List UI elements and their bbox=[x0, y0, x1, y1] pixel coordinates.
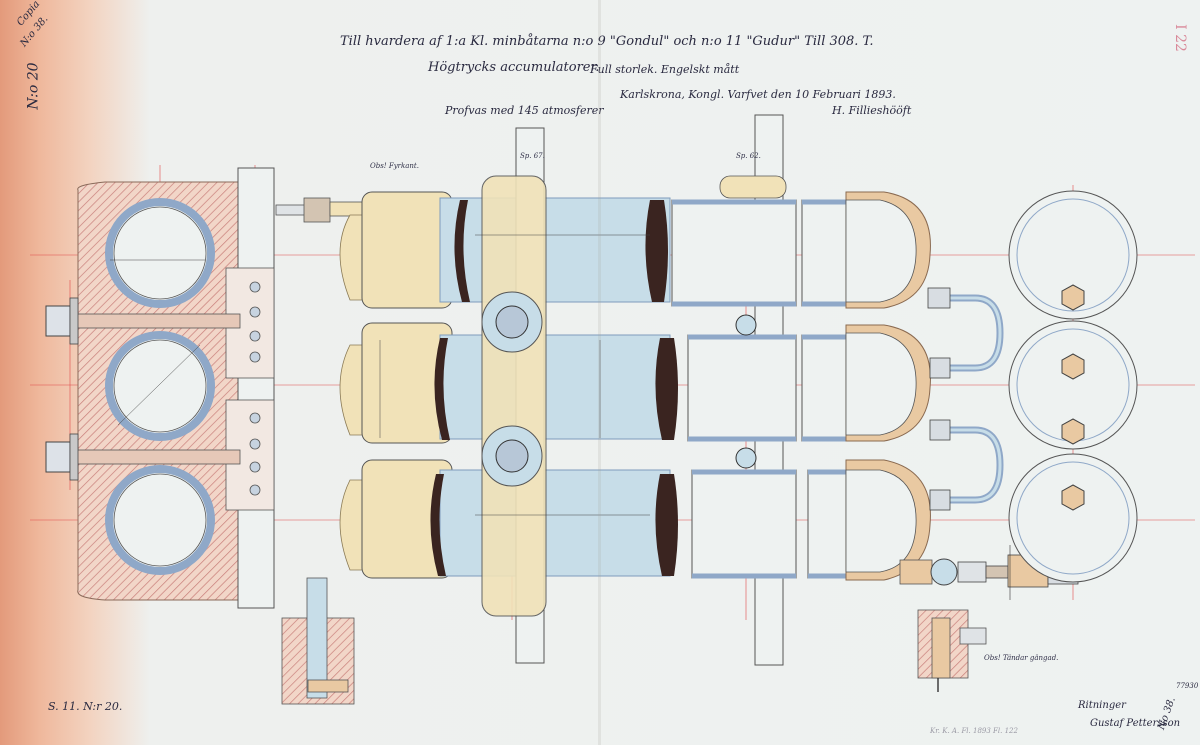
dimension-lines bbox=[110, 234, 650, 516]
u-pipes bbox=[948, 294, 1004, 504]
faint-reference: Kr. K. A. Fl. 1893 Fl. 122 bbox=[930, 727, 1018, 735]
valve-detail-left bbox=[281, 577, 355, 705]
title-scale-note: Full storlek. Engelskt mått bbox=[590, 63, 740, 76]
title-line-1: Till hvardera af 1:a Kl. minbåtarna n:o … bbox=[340, 34, 874, 49]
label-sp2: Sp. 62. bbox=[736, 152, 761, 160]
label-obs-gangad: Obs! Tändar gängad. bbox=[984, 654, 1059, 662]
title-line-2: Högtrycks accumulatorer. bbox=[428, 60, 600, 75]
small-number: 77930 bbox=[1176, 682, 1199, 690]
inlet-pipe bbox=[275, 197, 365, 223]
archive-stamp: I 22 bbox=[1171, 24, 1188, 52]
bolt-holes bbox=[249, 281, 261, 496]
title-place-date: Karlskrona, Kongl. Varfvet den 10 Februa… bbox=[620, 88, 896, 101]
label-sp1: Sp. 67. bbox=[520, 152, 545, 160]
section-view-left bbox=[45, 167, 275, 609]
bottom-left-reference: S. 11. N:r 20. bbox=[48, 700, 123, 713]
tube-circles bbox=[105, 198, 215, 575]
central-support bbox=[481, 127, 547, 664]
draftsman-signature: H. Fillieshööft bbox=[832, 104, 912, 117]
valve-detail-right bbox=[917, 609, 987, 692]
accumulator-rows bbox=[339, 191, 678, 579]
sheet-number: N:o 20 bbox=[25, 62, 42, 110]
end-view-circles bbox=[1008, 190, 1138, 583]
revisor-label: Ritninger bbox=[1078, 700, 1126, 711]
pipe-unions bbox=[927, 287, 951, 511]
signer-name: Gustaf Pettersson bbox=[1090, 718, 1181, 729]
test-pressure-note: Profvas med 145 atmosferer bbox=[445, 104, 604, 117]
label-obs-fyrkant: Obs! Fyrkant. bbox=[370, 162, 419, 170]
